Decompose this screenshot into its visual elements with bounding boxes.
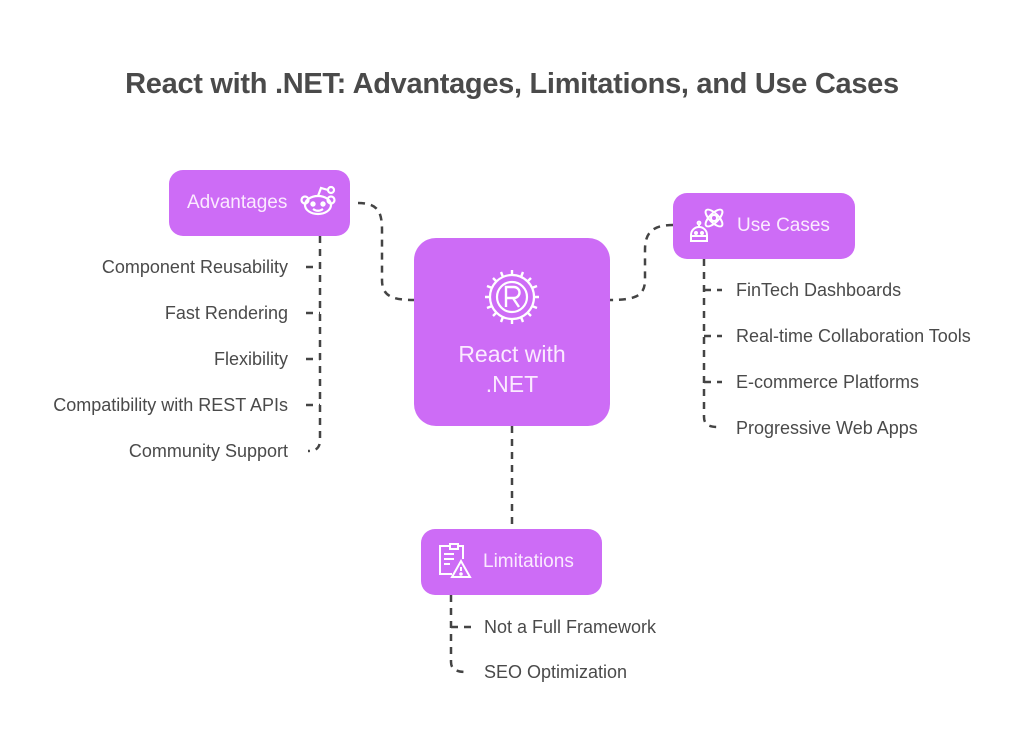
- advantages-node[interactable]: Advantages: [169, 170, 350, 236]
- center-label-line2: .NET: [485, 370, 539, 397]
- use-cases-label: Use Cases: [737, 215, 830, 236]
- limitations-trunk: [449, 595, 467, 674]
- use-case-item: FinTech Dashboards: [736, 280, 902, 300]
- advantage-item: Compatibility with REST APIs: [53, 395, 288, 415]
- robot-atom-icon: [687, 203, 729, 250]
- advantage-item: Component Reusability: [101, 257, 288, 277]
- use-case-item: Real-time Collaboration Tools: [736, 326, 971, 346]
- advantages-label: Advantages: [187, 192, 288, 213]
- connector-advantages-center: [357, 201, 415, 302]
- limitation-item: Not a Full Framework: [484, 617, 657, 637]
- advantage-item: Flexibility: [213, 349, 288, 369]
- usecases-trunk: [702, 259, 719, 429]
- limitations-node[interactable]: Limitations: [421, 529, 602, 595]
- center-label: React with .NET: [458, 339, 565, 399]
- limitation-item: SEO Optimization: [484, 662, 628, 682]
- center-label-line1: React with: [458, 340, 566, 367]
- connector-usecases-center: [609, 223, 674, 302]
- limitations-label: Limitations: [483, 551, 574, 572]
- advantage-item: Community Support: [128, 441, 288, 461]
- advantages-trunk: [307, 236, 322, 453]
- use-case-item: E-commerce Platforms: [736, 372, 920, 392]
- clipboard-warning-icon: [433, 539, 475, 586]
- diagram-title: React with .NET: Advantages, Limitations…: [125, 68, 899, 100]
- use-cases-node[interactable]: Use Cases: [673, 193, 855, 259]
- advantage-item: Fast Rendering: [164, 303, 288, 323]
- center-node[interactable]: React with .NET: [414, 238, 610, 426]
- rust-gear-r-icon: [481, 266, 543, 333]
- reddit-alien-icon: [299, 183, 339, 224]
- use-case-item: Progressive Web Apps: [736, 418, 918, 438]
